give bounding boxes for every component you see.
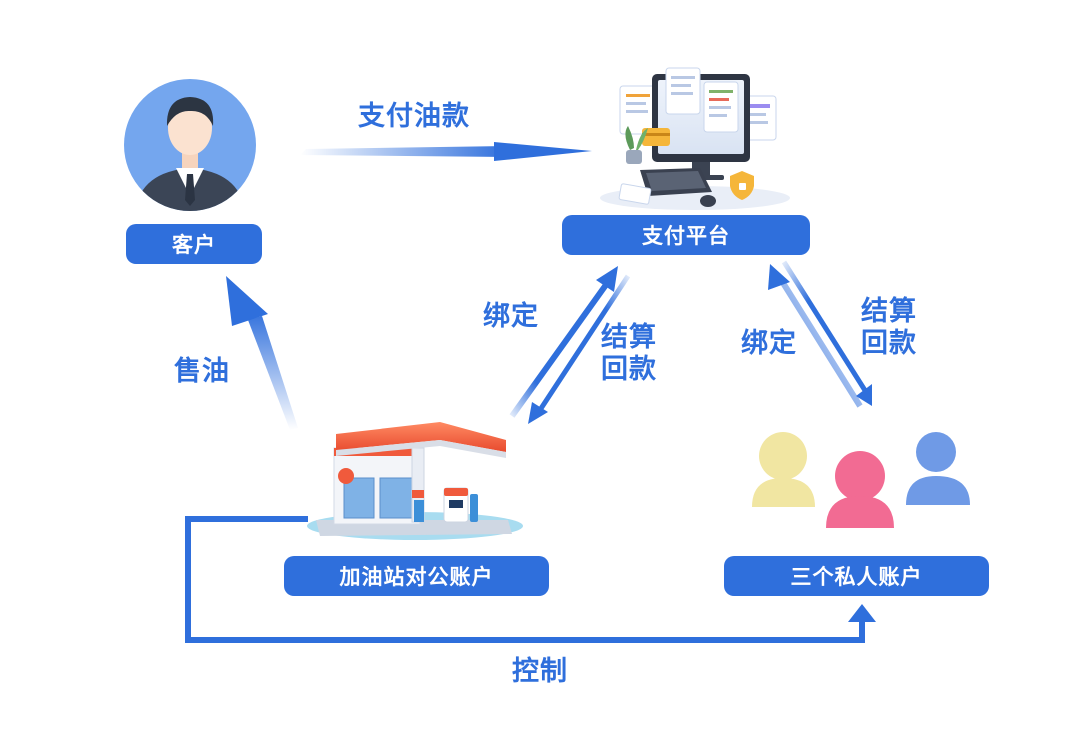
settle-private-arrow [781,260,872,406]
computer-payment-platform-icon [600,67,790,210]
pay-fuel-arrow [300,142,592,161]
settle-station-arrow [528,274,631,424]
sell-fuel-arrow [226,276,298,430]
bind-station-label: 绑定 [483,301,539,332]
bind-private-label: 绑定 [741,328,797,359]
pay-fuel-label: 支付油款 [358,101,470,132]
businessman-avatar-icon [124,79,256,211]
three-people-icon [752,432,970,528]
station-account-node-label: 加油站对公账户 [284,556,549,596]
control-arrow [185,516,876,643]
payment-platform-node-label: 支付平台 [562,215,810,255]
settle-private-label: 结算 回款 [861,296,917,359]
customer-node-label: 客户 [126,224,262,264]
sell-fuel-label: 售油 [174,356,230,387]
settle-station-label: 结算 回款 [601,322,657,385]
control-label: 控制 [512,656,568,687]
private-accounts-node-label: 三个私人账户 [724,556,989,596]
bind-private-arrow [768,264,863,408]
gas-station-icon [307,422,523,540]
bind-station-arrow [509,266,618,418]
